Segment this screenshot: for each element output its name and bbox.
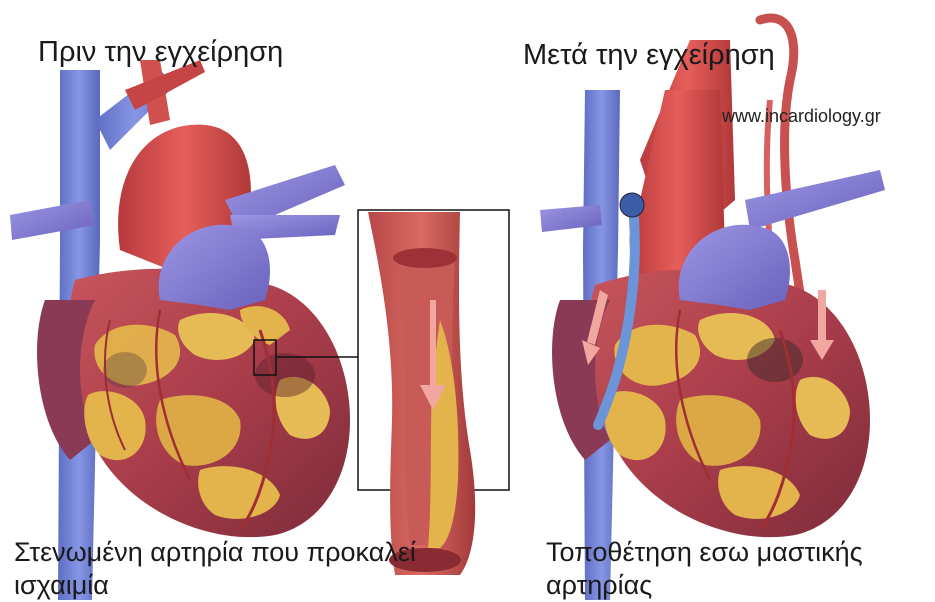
- heart-before: [10, 60, 358, 600]
- caption-narrowed-artery: Στενωμένη αρτηρία που προκαλεί ισχαιμία: [14, 536, 416, 602]
- caption-left-line-1: Στενωμένη αρτηρία που προκαλεί: [14, 536, 416, 569]
- zoom-inset: [358, 210, 509, 575]
- caption-left-line-2: ισχαιμία: [14, 569, 416, 602]
- title-after-surgery: Μετά την εγχείρηση: [523, 39, 775, 72]
- caption-right-line-2: αρτηρίας: [546, 569, 863, 602]
- caption-right-line-1: Τοποθέτηση εσω μαστικής: [546, 536, 863, 569]
- watermark-url: www.incardiology.gr: [722, 106, 881, 127]
- caption-mammary-artery: Τοποθέτηση εσω μαστικής αρτηρίας: [546, 536, 863, 602]
- title-before-surgery: Πριν την εγχείρηση: [38, 36, 283, 69]
